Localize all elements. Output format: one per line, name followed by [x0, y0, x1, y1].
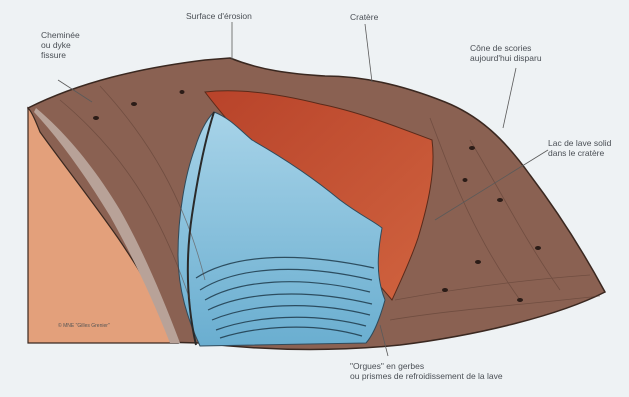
label-lava-lake-line-2: dans le cratère	[548, 148, 611, 158]
label-organs-line-1: "Orgues" en gerbes	[350, 361, 503, 371]
label-scoria-cone: Cône de scories aujourd'hui disparu	[470, 43, 542, 63]
label-chimney-line-1: Cheminée	[41, 30, 80, 40]
label-crater: Cratère	[350, 12, 378, 22]
label-scoria-cone-line-1: Cône de scories	[470, 43, 542, 53]
label-chimney: Cheminée ou dyke fissure	[41, 30, 80, 60]
copyright-note: © MNE "Gilles Grenier"	[58, 323, 110, 329]
label-chimney-line-2: ou dyke	[41, 40, 80, 50]
label-lava-lake: Lac de lave solid dans le cratère	[548, 138, 611, 158]
label-chimney-line-3: fissure	[41, 50, 80, 60]
label-scoria-cone-line-2: aujourd'hui disparu	[470, 53, 542, 63]
label-erosion-surface: Surface d'érosion	[186, 11, 252, 21]
label-lava-lake-line-1: Lac de lave solid	[548, 138, 611, 148]
label-organs-line-2: ou prismes de refroidissement de la lave	[350, 371, 503, 381]
label-organs: "Orgues" en gerbes ou prismes de refroid…	[350, 361, 503, 381]
